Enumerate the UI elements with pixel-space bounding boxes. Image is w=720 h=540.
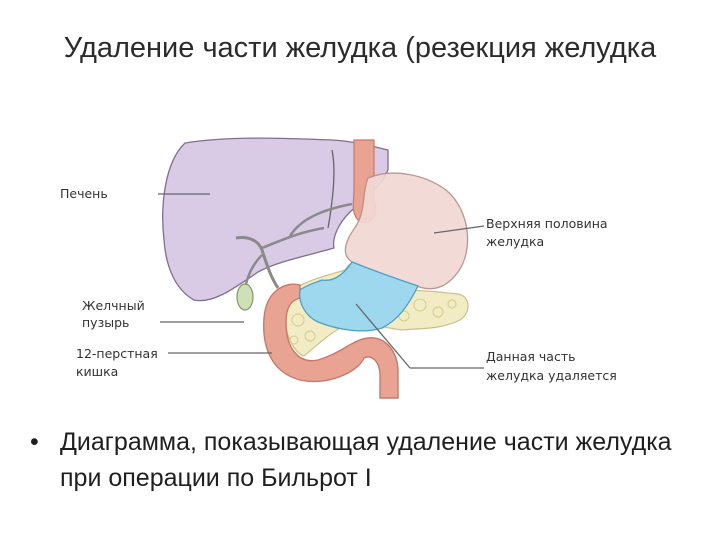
slide-title: Удаление части желудка (резекция желудка	[63, 32, 657, 64]
label-removed-line1: Данная часть	[486, 349, 576, 364]
label-gallbladder-line2: пузырь	[82, 315, 129, 330]
label-duodenum-line2: кишка	[76, 364, 118, 379]
leader-upper-stomach	[433, 225, 485, 234]
bile-duct	[235, 236, 280, 289]
label-duodenum-line1: 12-перстная	[76, 346, 158, 361]
label-upper-stomach-line1: Верхняя половина	[486, 216, 608, 231]
label-removed-line2: желудка удаляется	[486, 368, 617, 383]
stomach-removed-part	[299, 261, 419, 332]
hepatic-duct	[261, 202, 353, 250]
bullet-marker: •	[30, 428, 39, 456]
label-upper-stomach-line2: желудка	[486, 234, 544, 249]
pancreas-texture	[289, 298, 457, 345]
liver-fissure	[327, 149, 335, 229]
duodenum	[263, 283, 399, 399]
leader-removed-part	[355, 303, 411, 369]
label-gallbladder-line1: Желчный	[82, 298, 145, 313]
liver	[162, 137, 389, 302]
cystic-duct	[244, 254, 263, 285]
caption-text: Диаграмма, показывающая удаление части ж…	[60, 428, 672, 492]
gallbladder	[236, 283, 254, 311]
label-liver: Печень	[60, 186, 108, 201]
